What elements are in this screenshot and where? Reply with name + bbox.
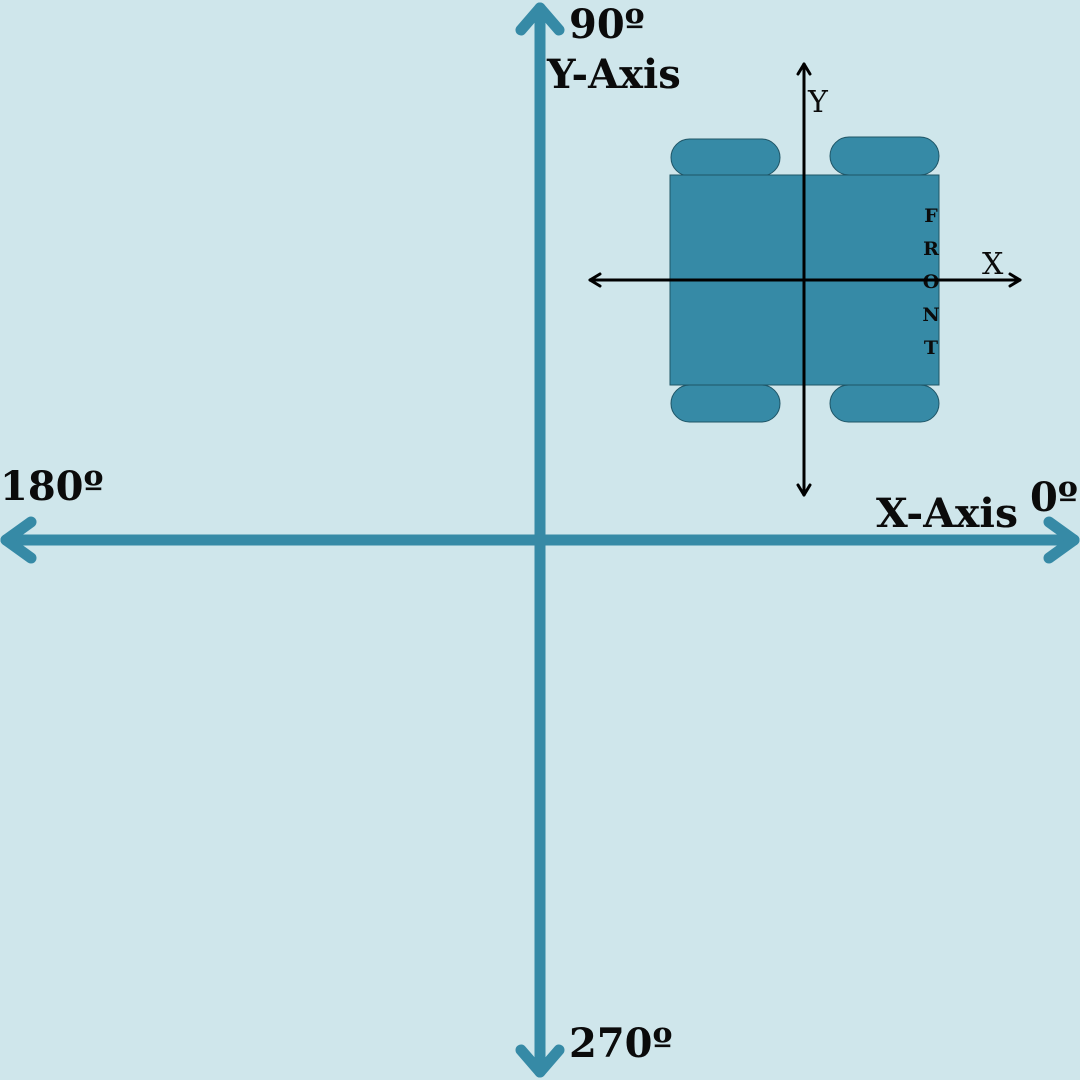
arrowhead-left	[0, 516, 37, 564]
front-letter-n: N	[922, 304, 939, 326]
robot-arrowhead-left	[588, 272, 602, 288]
robot-arrowhead-right	[1008, 272, 1022, 288]
robot-y-label: Y	[807, 85, 829, 120]
front-letter-o: O	[923, 271, 940, 293]
angle-0-label: 0º	[1030, 474, 1078, 521]
robot-wheel-bottom-right	[829, 384, 940, 423]
angle-270-label: 270º	[569, 1020, 673, 1067]
angle-180-label: 180º	[0, 463, 104, 510]
robot-arrowhead-down	[796, 483, 812, 497]
robot-local-axes	[588, 62, 1022, 497]
angle-90-label: 90º	[569, 1, 645, 48]
robot-wheel-top-left	[670, 138, 781, 177]
y-axis-label: Y-Axis	[546, 51, 681, 98]
arrowhead-up	[515, 2, 565, 36]
robot-wheel-top-right	[829, 136, 940, 176]
front-letter-r: R	[923, 238, 939, 260]
front-letter-f: F	[924, 205, 938, 227]
arrowhead-down	[515, 1044, 565, 1078]
x-axis-label: X-Axis	[876, 490, 1018, 537]
robot-x-label: X	[982, 247, 1004, 282]
robot-arrowhead-up	[796, 62, 812, 76]
front-label: F R O N T	[922, 205, 939, 359]
arrowhead-right	[1043, 516, 1080, 564]
front-letter-t: T	[924, 337, 938, 359]
robot: F R O N T Y X	[588, 62, 1022, 497]
robot-wheel-bottom-left	[670, 384, 781, 423]
